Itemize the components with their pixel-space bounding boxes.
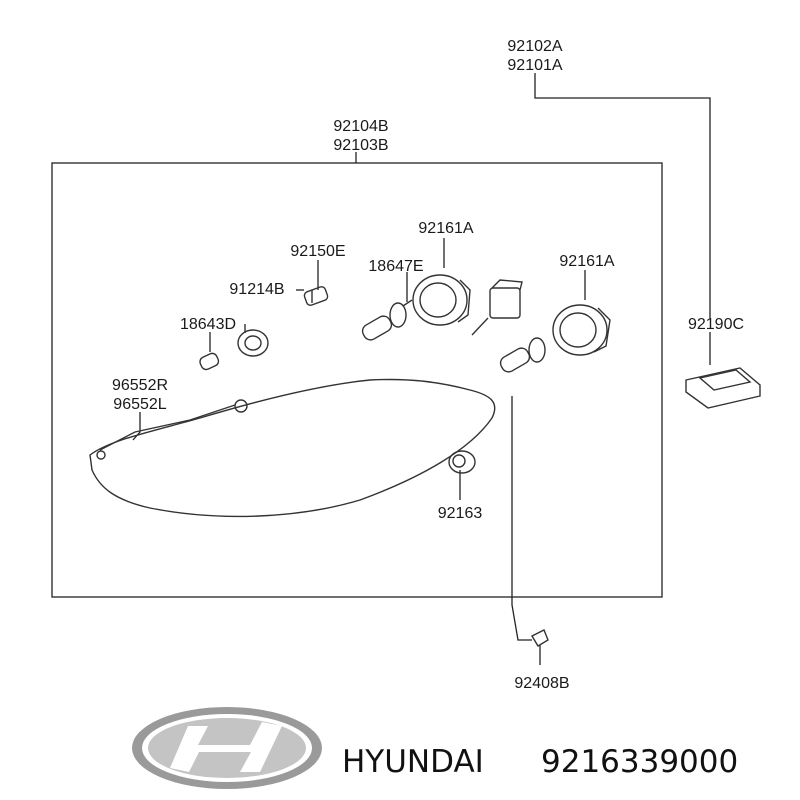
socket-holder-part xyxy=(237,329,269,357)
mount-boss-left xyxy=(96,450,106,460)
label-bracket-l: 96552L xyxy=(113,396,166,413)
ballast-part xyxy=(685,367,761,409)
label-bulb-low: 18647E xyxy=(368,258,423,275)
cap-1-part xyxy=(412,274,471,326)
part-number: 9216339000 xyxy=(541,744,738,780)
leader-screw xyxy=(511,396,532,641)
turn-socket-part xyxy=(448,450,476,474)
bulb-position-part xyxy=(199,352,220,371)
label-bracket-r: 96552R xyxy=(112,377,168,394)
label-ballast: 92190C xyxy=(688,316,744,333)
label-cap-1: 92161A xyxy=(418,220,473,237)
label-socket-small: 92150E xyxy=(290,243,345,260)
housing-frame xyxy=(51,162,663,598)
mount-boss xyxy=(234,399,248,413)
label-bulb-position: 18643D xyxy=(180,316,236,333)
leader-headlamp-assy xyxy=(534,73,711,318)
label-headlamp-assy-rh: 92102A xyxy=(507,38,562,55)
label-headlamp-assy-lh: 92101A xyxy=(507,57,562,74)
headlamp-housing xyxy=(89,378,496,518)
bulb-low-part xyxy=(361,299,413,341)
brand-name: HYUNDAI xyxy=(342,744,484,780)
leader-bracket xyxy=(132,412,141,441)
label-housing-rh: 92104B xyxy=(333,118,388,135)
label-turn-socket: 92163 xyxy=(438,505,483,522)
cap-2-part xyxy=(552,304,611,356)
screw-part xyxy=(531,629,549,647)
label-socket-holder: 91214B xyxy=(229,281,284,298)
socket-small-part xyxy=(303,286,329,306)
hyundai-logo-icon xyxy=(132,707,322,789)
label-screw: 92408B xyxy=(514,675,569,692)
bulb-hid-part xyxy=(499,337,546,373)
label-cap-2: 92161A xyxy=(559,253,614,270)
housing-bracket-line xyxy=(99,404,236,451)
label-housing-lh: 92103B xyxy=(333,137,388,154)
ballast-igniter-part xyxy=(471,279,523,336)
